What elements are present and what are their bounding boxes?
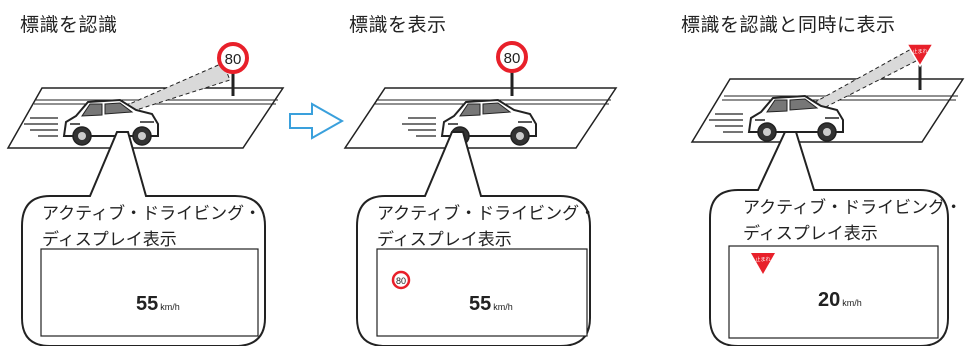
panel-1-illustration: 80 (6, 42, 285, 149)
speed-value-2: 55 (469, 293, 492, 315)
panel-2-illustration: 80 (343, 41, 618, 149)
bubble-1-line-2: ディスプレイ表示 (42, 230, 177, 250)
speed-unit-2: km/h (493, 302, 513, 312)
bubble-2-line-1: アクティブ・ドライビング・ (377, 204, 597, 224)
bubble-2-text: アクティブ・ドライビング・ ディスプレイ表示 (377, 201, 596, 253)
stop-sign-text: 止まれ (912, 48, 927, 55)
display-stop-sign-icon (751, 253, 775, 274)
bubble-2-line-2: ディスプレイ表示 (377, 230, 512, 250)
panel-1-title: 標識を認識 (20, 14, 118, 36)
display-speed-sign-text: 80 (396, 276, 406, 286)
panel-2-title: 標識を表示 (349, 14, 447, 36)
display-screen-1 (40, 248, 259, 337)
speed-value-3: 20 (818, 289, 841, 311)
speed-limit-sign-1-text: 80 (225, 51, 242, 68)
display-stop-sign-text: 止まれ (755, 256, 770, 263)
speed-limit-sign-2 (496, 41, 528, 73)
bubble-3-line-2: ディスプレイ表示 (743, 224, 878, 244)
panel-3-illustration: 止まれ (690, 43, 965, 143)
bubble-1-text: アクティブ・ドライビング・ ディスプレイ表示 (42, 201, 261, 253)
speed-unit-3: km/h (842, 298, 862, 308)
bubble-3-text: アクティブ・ドライビング・ ディスプレイ表示 (743, 195, 962, 247)
speed-limit-sign-1 (217, 42, 249, 74)
display-speed-sign-icon (391, 270, 411, 290)
stop-sign-icon (905, 43, 935, 68)
arrow-right-icon (289, 102, 345, 140)
speed-unit-1: km/h (160, 302, 180, 312)
panel-3-title: 標識を認識と同時に表示 (681, 14, 896, 36)
display-screen-2 (376, 248, 588, 337)
bubble-1-line-1: アクティブ・ドライビング・ (42, 204, 262, 224)
bubble-3-line-1: アクティブ・ドライビング・ (743, 198, 963, 218)
speed-limit-sign-2-text: 80 (504, 50, 521, 67)
speed-value-1: 55 (136, 293, 159, 315)
